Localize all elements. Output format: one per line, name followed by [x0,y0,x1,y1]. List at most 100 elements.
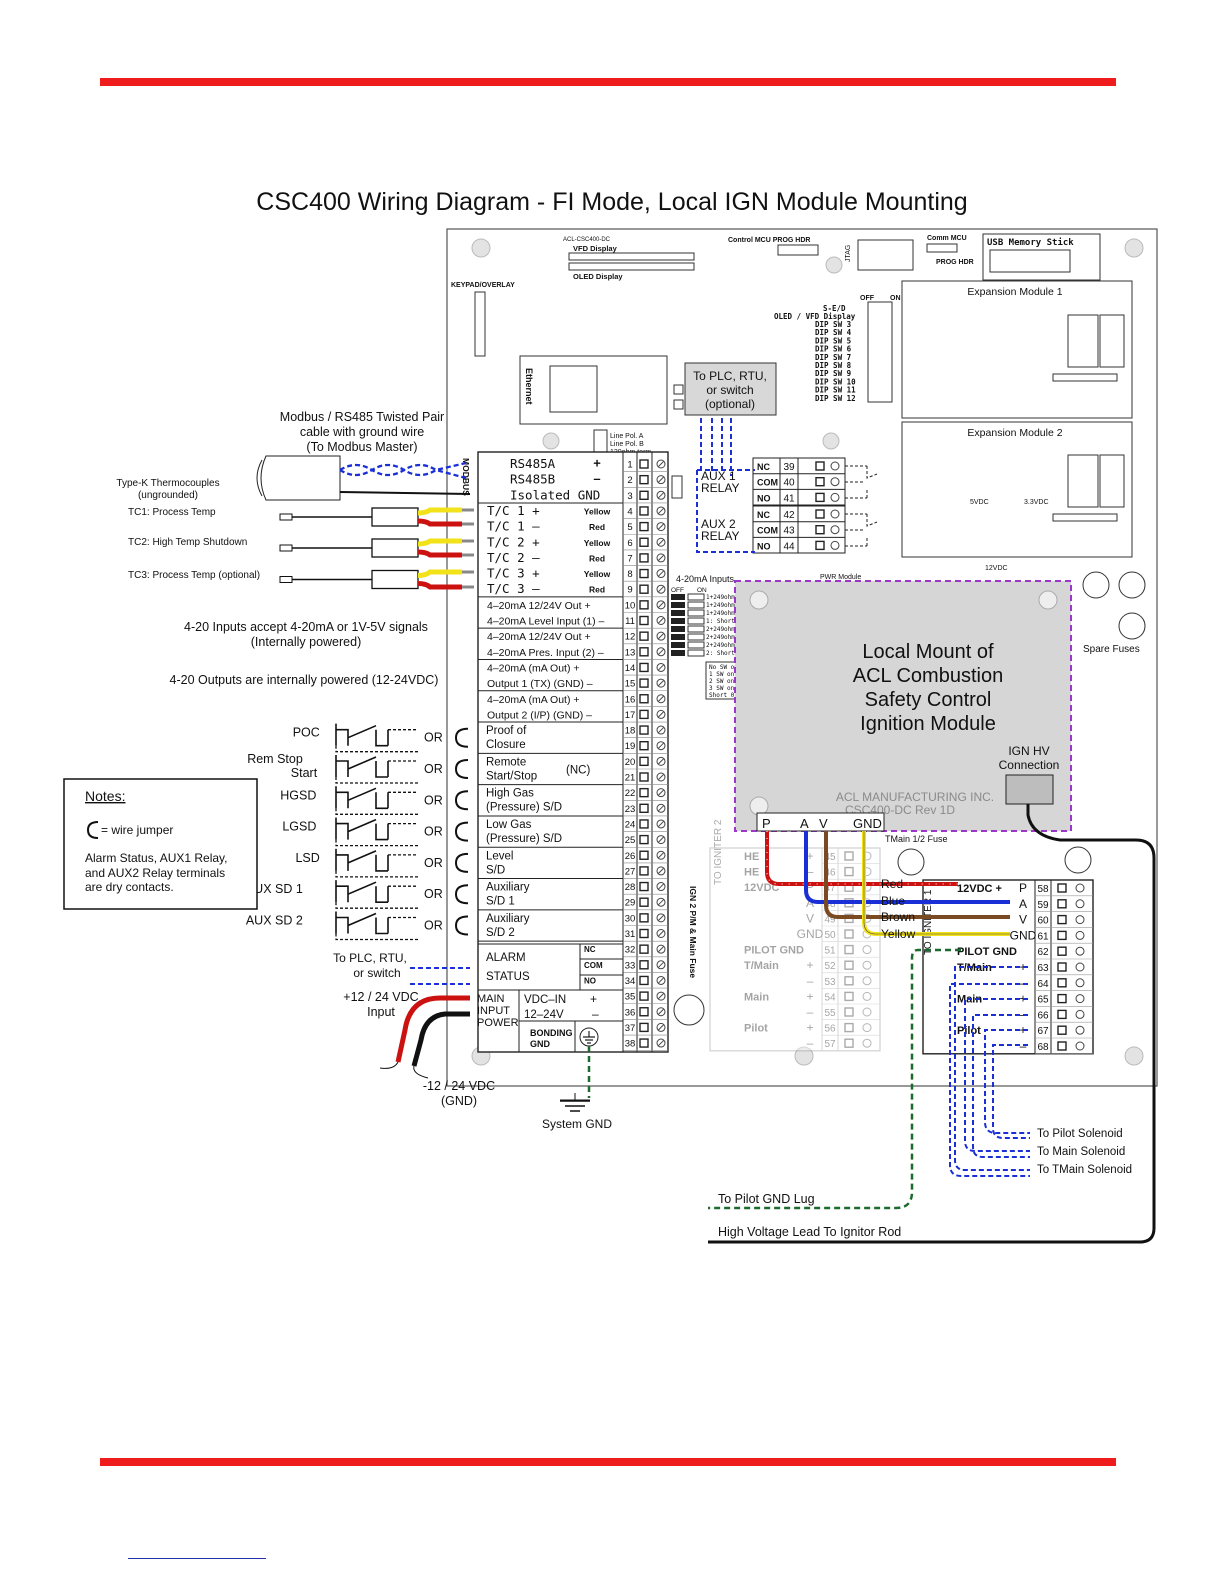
igniter-term-sign-46: – [807,865,814,879]
or-label-6: OR [424,919,443,933]
input-note-line2: (Internally powered) [251,635,361,649]
igniter-term-label-63: T/Main [957,962,992,974]
shutdown-label-31: S/D 2 [486,927,515,939]
igniter-term-num-68: 68 [1037,1042,1049,1053]
or-label-0: OR [424,731,443,745]
dip-switch-12: DIP SW 12 [815,394,856,403]
aux2-relay-term-44: NO [757,541,771,551]
terminal-screw [639,662,649,673]
terminal-sign-6: Yellow [584,538,611,548]
wire-label-yellow: Yellow [881,927,916,941]
footer-link-underline[interactable] [128,1558,266,1559]
igniter-term-num-46: 46 [824,868,836,879]
dip-title: S-E/D [823,304,846,313]
wire-label-blue: Blue [881,894,905,908]
plc-top-line2: or switch [706,383,753,397]
dip-switch-11: DIP SW 11 [815,386,856,395]
igniter-term-num-61: 61 [1037,931,1049,942]
terminal-screw [639,490,649,500]
v1224-label: 12–24V [524,1009,564,1021]
jumper-on-label: ON [697,587,707,594]
terminal-number: 14 [625,663,636,674]
switch-contact-icon [336,787,388,810]
alarm-term-32: NC [584,945,596,954]
jumper [671,642,685,648]
terminal-screw [639,850,649,860]
jumper-slot [687,633,705,641]
terminal-screw [639,913,649,923]
terminal-label-4: T/C 1 + [487,503,540,518]
jumper-slot [687,625,705,633]
modbus-note-line1: Modbus / RS485 Twisted Pair [280,410,444,424]
igniter-term-sign-52: + [806,958,813,972]
v5-label: 5VDC [970,499,989,506]
igniter-term-num-59: 59 [1037,900,1049,911]
comm-mcu-header [926,243,958,253]
shutdown-label-19: Closure [486,739,526,751]
terminal-sign-5: Red [589,522,605,532]
fuse-f2 [1082,571,1110,599]
terminal-label-2: RS485B [510,472,555,487]
jtag-header [857,239,914,271]
vdc-plus: + [590,992,597,1006]
terminal-number: 3 [627,491,632,502]
aux2-relay-term-43: COM [757,526,778,536]
switch-contact-icon [336,881,388,903]
or-label-3: OR [424,825,443,839]
pin-p: P [762,816,771,831]
igniter-term-sign-58: P [1019,881,1027,895]
dip-off-label: OFF [860,295,875,302]
igniter-term-sign-50: GND [797,927,824,941]
jumper [671,594,685,600]
terminal-number: 1 [627,460,632,471]
oled-display-label: OLED Display [573,272,623,281]
igniter-term-num-50: 50 [824,930,836,941]
terminal-sign-2: – [593,471,600,486]
vfd-header [568,252,695,261]
terminal-label-1: RS485A [510,456,556,471]
alarm-term-33: COM [584,961,603,970]
terminal-number: 24 [625,819,636,830]
dip-switch-9: DIP SW 9 [815,369,852,378]
terminal-label-17: Output 2 (I/P) (GND) – [487,709,592,721]
dip-switch-7: DIP SW 7 [815,353,851,362]
alarm-label-1: ALARM [486,952,526,964]
system-gnd-label: System GND [542,1117,612,1131]
bottom-red-bar [100,1458,1116,1466]
control-mcu-header [777,244,819,256]
terminal-number: 29 [625,898,636,909]
terminal-label-13: 4–20mA Pres. Input (2) – [487,647,604,659]
aux1-relay-term-40: COM [757,478,778,488]
terminal-sign-7: Red [589,553,605,563]
keypad-overlay-label: KEYPAD/OVERLAY [451,282,515,289]
wire-jumper-icon [454,759,469,779]
wire-red [765,831,958,886]
jumper-slot [687,601,705,609]
jumper [671,602,685,608]
igniter-term-sign-45: + [806,849,813,863]
bonding-label-1: BONDING [530,1028,573,1038]
pilot-solenoid-label: To Pilot Solenoid [1037,1128,1123,1140]
terminal-sign-9: Red [589,585,605,595]
board-part-no: ACL-CSC400-DC [563,237,611,243]
fuse-f1 [673,994,705,1026]
main-solenoid-label: To Main Solenoid [1037,1146,1125,1158]
jumper [671,618,685,624]
or-label-2: OR [424,793,443,807]
pilot-gnd-wire [708,948,961,1210]
aux2-relay-num-44: 44 [783,541,795,552]
ign-hv-connector [1005,774,1054,805]
main-power-label-3: POWER [477,1017,519,1029]
igniter-term-num-48: 48 [824,899,836,910]
pin-v: V [819,816,828,831]
terminal-label-14: 4–20mA (mA Out) + [487,662,580,674]
notes-text-3: are dry contacts. [85,880,174,894]
terminal-screw [639,615,649,626]
wire-jumper-icon [454,727,469,748]
notes-text-1: Alarm Status, AUX1 Relay, [85,851,228,865]
terminal-screw [639,631,649,641]
dip-on-label: ON [890,295,901,302]
terminal-label-10: 4–20mA 12/24V Out + [487,600,591,612]
igniter-1-label: TO IGNITER 1 [923,889,934,955]
